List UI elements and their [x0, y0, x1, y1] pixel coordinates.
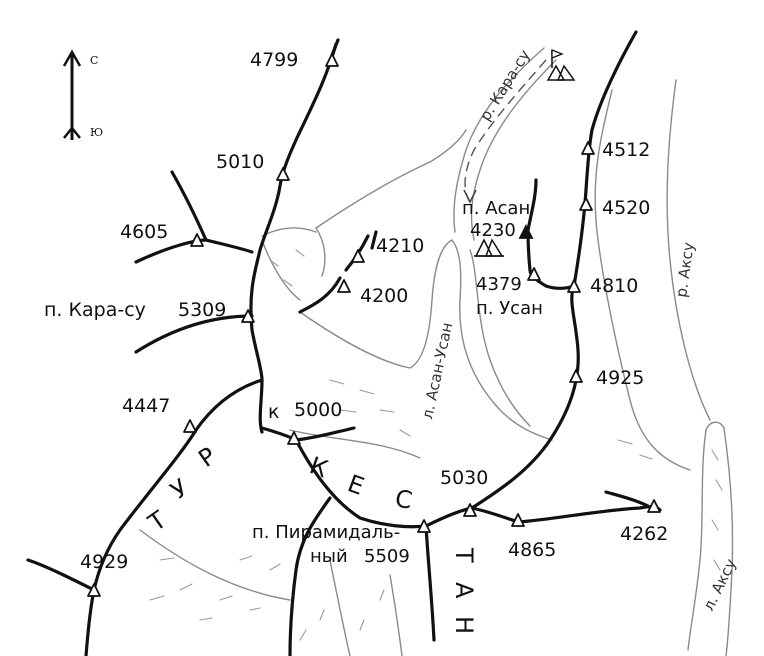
peak-asan-name: п. Асан — [462, 198, 530, 219]
peak-4200-label: 4200 — [360, 285, 408, 307]
peak-markers — [87, 53, 661, 597]
peak-5030-label: 5030 — [440, 467, 488, 489]
peak-4447-label: 4447 — [122, 395, 170, 417]
peak-4925-label: 4925 — [596, 367, 644, 389]
peak-4512-label: 4512 — [602, 139, 650, 161]
peak-4520-triangle — [579, 197, 593, 211]
peak-karasu-height: 5309 — [178, 299, 226, 321]
compass-south-label: Ю — [90, 126, 103, 139]
peak-4810-triangle — [567, 279, 581, 293]
asan-tent-icon — [474, 238, 504, 257]
range-letter-4: К — [306, 451, 332, 483]
peak-usan-triangle — [527, 267, 541, 281]
peak-piramid-name-1: п. Пирамидаль- — [252, 522, 400, 543]
route-arrow — [463, 189, 477, 204]
peak-4799-triangle — [325, 53, 339, 67]
peak-asan-height: 4230 — [470, 220, 516, 241]
peak-4262-label: 4262 — [620, 523, 668, 545]
peak-4262-triangle — [647, 499, 661, 513]
range-letter-6: С — [393, 484, 414, 514]
range-letter-5: Е — [344, 469, 368, 501]
compass-north-label: С — [90, 54, 98, 67]
peak-5000-label: 5000 — [294, 399, 342, 421]
peak-5030-triangle — [463, 503, 477, 517]
range-letter-2: У — [165, 473, 193, 505]
slope-hatching — [149, 249, 723, 641]
range-letter-7: Т — [450, 547, 478, 563]
peak-5000-triangle — [287, 431, 301, 445]
glacier-asan-usan-label: л. Асан-Усан — [418, 321, 456, 421]
range-letter-9: Н — [450, 616, 478, 634]
range-letter-1: Т — [143, 505, 172, 537]
peak-piramid-name-2: ный — [310, 546, 348, 567]
river-karasu-label: р. Кара-су — [476, 47, 534, 125]
peak-4929-label: 4929 — [80, 551, 128, 573]
peak-piramid-triangle — [417, 519, 431, 533]
camp-tent-icon — [546, 49, 576, 81]
river-aksu-label: р. Аксу — [672, 241, 698, 299]
peak-4512-triangle — [581, 141, 595, 155]
peak-4210-label: 4210 — [376, 235, 424, 257]
peak-4865-label: 4865 — [508, 539, 556, 561]
peak-asan-filled-triangle — [518, 223, 534, 239]
peak-4865-triangle — [511, 513, 525, 527]
peak-5000-prefix: к — [268, 401, 279, 423]
peak-5010-label: 5010 — [216, 151, 264, 173]
range-letter-8: А — [450, 582, 478, 599]
peak-4210-triangle — [351, 249, 365, 263]
route-path — [464, 59, 547, 203]
peak-4605-triangle — [190, 233, 204, 247]
peak-4447-triangle — [183, 419, 197, 433]
peak-4810-label: 4810 — [590, 275, 638, 297]
peak-4925-triangle — [569, 369, 583, 383]
peak-piramid-height: 5509 — [364, 546, 410, 567]
peak-4929-triangle — [87, 583, 101, 597]
peak-4605-label: 4605 — [120, 221, 168, 243]
peak-5010-triangle — [276, 167, 290, 181]
peak-karasu-name: п. Кара-су — [44, 299, 146, 321]
peak-usan-height: 4379 — [476, 274, 522, 295]
compass-arrow — [62, 49, 82, 140]
glacier-aksu-label: л. Аксу — [699, 556, 740, 614]
peak-4200-triangle — [337, 279, 351, 293]
peak-karasu-triangle — [241, 309, 255, 323]
peak-usan-name: п. Усан — [476, 298, 543, 319]
range-letter-3: Р — [193, 442, 221, 473]
peak-4520-label: 4520 — [602, 197, 650, 219]
peak-4799-label: 4799 — [250, 49, 298, 71]
